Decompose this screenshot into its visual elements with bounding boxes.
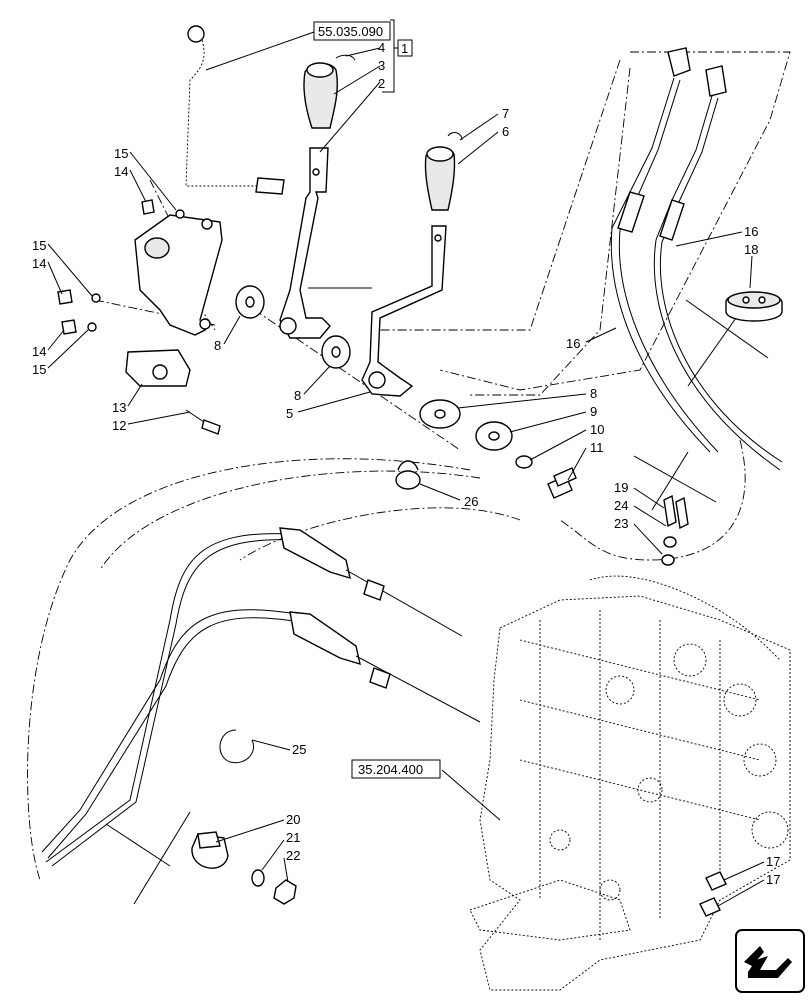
reference-group-text: 1 xyxy=(401,41,408,56)
callout-numbers: 4 3 2 7 6 15 14 15 14 14 15 13 12 8 8 5 … xyxy=(32,40,780,887)
callout-19: 19 xyxy=(614,480,628,495)
lever-arm-2 xyxy=(361,225,447,397)
leader-lines xyxy=(47,31,765,907)
section-marks xyxy=(105,299,769,905)
callout-17: 17 xyxy=(766,872,780,887)
reference-box-valve[interactable]: 35.204.400 xyxy=(351,759,441,779)
callout-5: 5 xyxy=(286,406,293,421)
callout-8: 8 xyxy=(214,338,221,353)
control-cables-lower xyxy=(41,527,481,867)
reference-valve-text: 35.204.400 xyxy=(358,762,423,777)
callout-13: 13 xyxy=(112,400,126,415)
callout-16: 16 xyxy=(566,336,580,351)
callout-18: 18 xyxy=(744,242,758,257)
rubber-block xyxy=(725,291,783,322)
lever-arm-1 xyxy=(279,147,372,339)
callout-17: 17 xyxy=(766,854,780,869)
callout-15: 15 xyxy=(114,146,128,161)
callout-8: 8 xyxy=(294,388,301,403)
callout-14: 14 xyxy=(114,164,128,179)
plugs xyxy=(699,871,727,917)
callout-22: 22 xyxy=(286,848,300,863)
callout-26: 26 xyxy=(464,494,478,509)
callout-14: 14 xyxy=(32,344,46,359)
callout-15: 15 xyxy=(32,238,46,253)
switch-clamp xyxy=(125,349,221,435)
callout-7: 7 xyxy=(502,106,509,121)
callout-20: 20 xyxy=(286,812,300,827)
callout-11: 11 xyxy=(590,440,604,455)
callout-2: 2 xyxy=(378,76,385,91)
callout-4: 4 xyxy=(378,40,385,55)
retaining-clip xyxy=(219,729,254,764)
callout-21: 21 xyxy=(286,830,300,845)
control-valve-block xyxy=(469,575,791,991)
reference-box-group[interactable]: 1 xyxy=(397,39,413,57)
callout-8: 8 xyxy=(590,386,597,401)
reference-box-top[interactable]: 55.035.090 xyxy=(313,21,391,41)
lever-knob-2 xyxy=(424,132,463,211)
washers xyxy=(235,285,577,499)
callout-25: 25 xyxy=(292,742,306,757)
callout-15: 15 xyxy=(32,362,46,377)
control-cables-upper xyxy=(610,47,783,471)
callout-23: 23 xyxy=(614,516,628,531)
lever-knob-1 xyxy=(303,54,356,129)
callout-12: 12 xyxy=(112,418,126,433)
callout-6: 6 xyxy=(502,124,509,139)
phantom-lines xyxy=(27,51,791,881)
harness-wire xyxy=(185,25,285,195)
callout-16: 16 xyxy=(744,224,758,239)
callout-9: 9 xyxy=(590,404,597,419)
reference-top-text: 55.035.090 xyxy=(318,24,383,39)
callout-3: 3 xyxy=(378,58,385,73)
callout-10: 10 xyxy=(590,422,604,437)
fittings xyxy=(661,494,689,566)
grommet xyxy=(395,460,421,490)
mounting-bracket xyxy=(57,199,223,336)
view-direction-arrow-icon[interactable] xyxy=(735,929,805,993)
callout-24: 24 xyxy=(614,498,628,513)
hose-clamp xyxy=(191,831,297,905)
callout-14: 14 xyxy=(32,256,46,271)
